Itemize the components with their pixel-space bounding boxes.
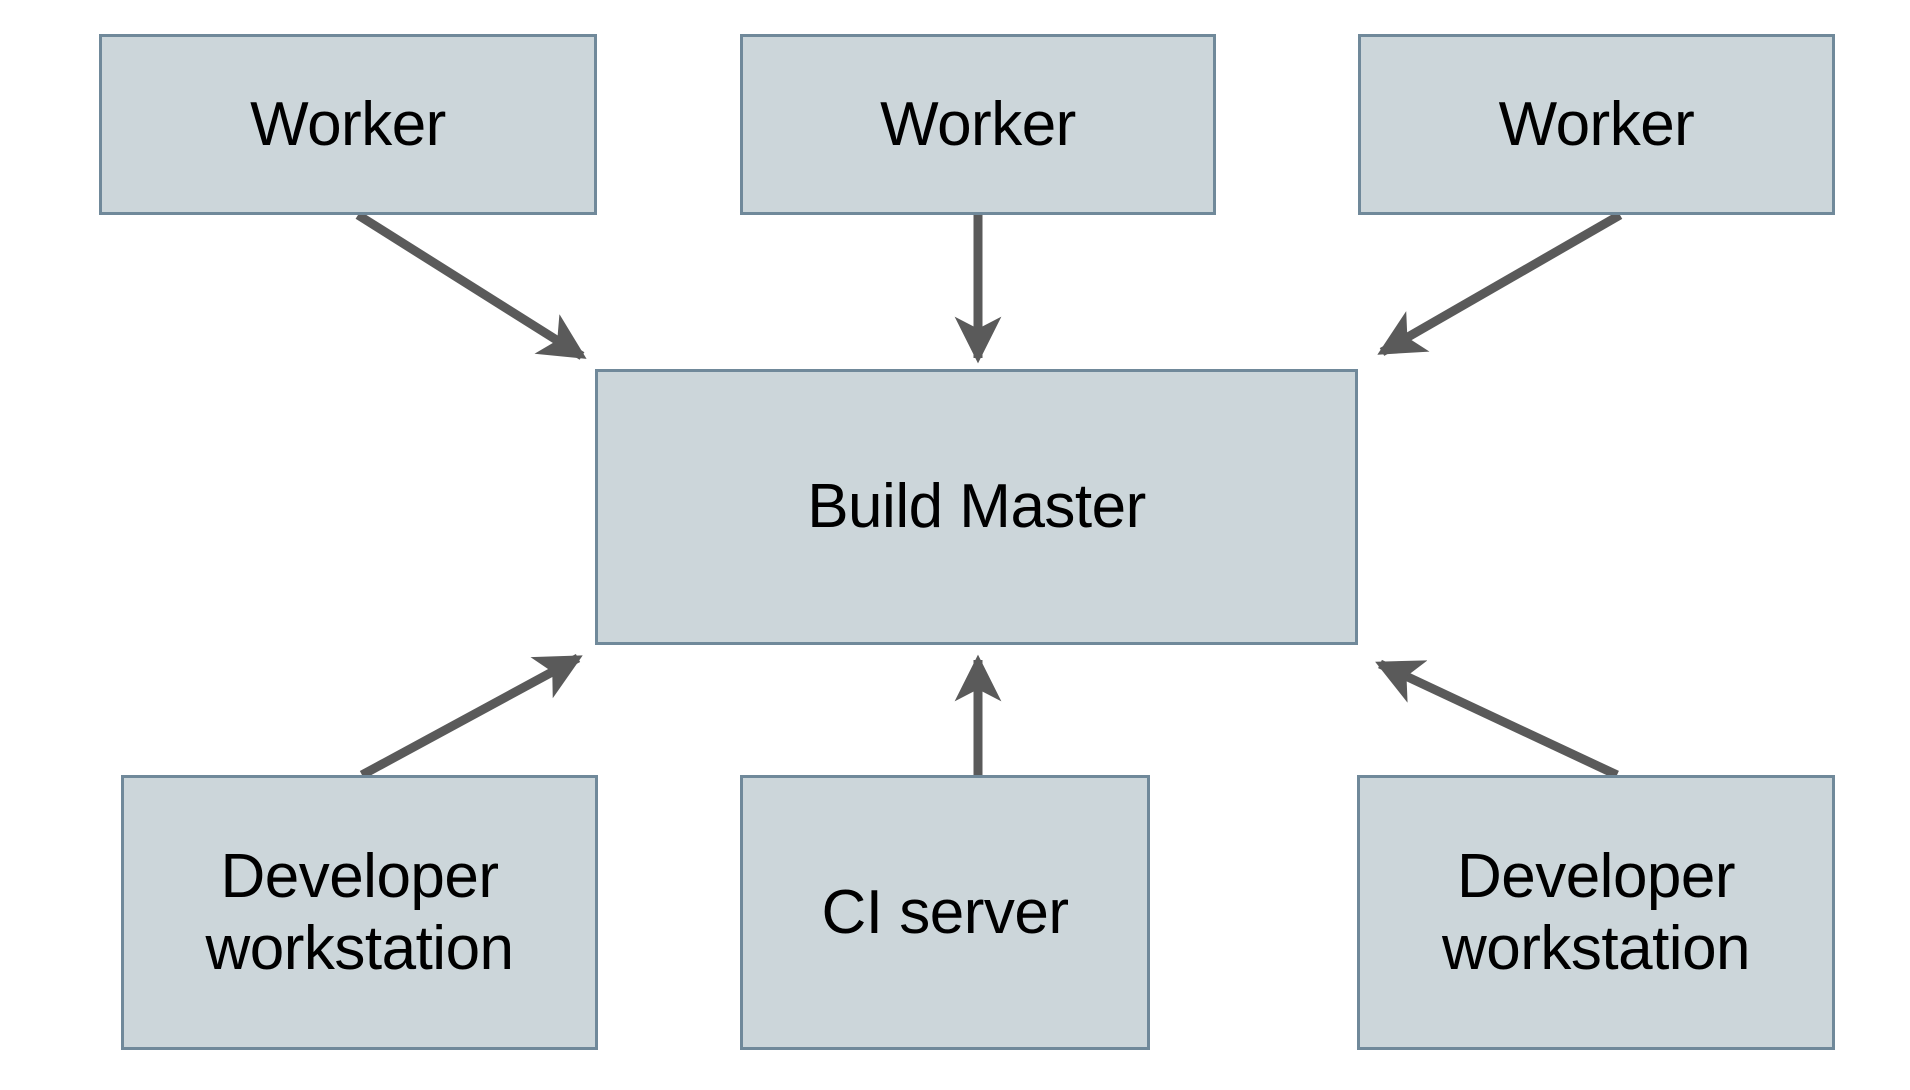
node-developer-workstation-left[interactable]: Developer workstation	[121, 775, 598, 1050]
node-developer-workstation-left-label: Developer workstation	[205, 841, 514, 983]
edge-dev-left-to-build-master	[359, 654, 583, 779]
node-build-master-label: Build Master	[807, 472, 1146, 542]
node-developer-workstation-right-label: Developer workstation	[1441, 841, 1751, 983]
node-worker-left-label: Worker	[250, 89, 446, 159]
node-developer-workstation-right[interactable]: Developer workstation	[1357, 775, 1835, 1050]
node-ci-server-label: CI server	[821, 877, 1069, 947]
node-worker-right-label: Worker	[1498, 89, 1695, 159]
node-build-master[interactable]: Build Master	[595, 369, 1358, 645]
node-worker-left[interactable]: Worker	[99, 34, 597, 215]
edge-worker-right-to-build-master	[1377, 211, 1623, 356]
node-worker-middle-label: Worker	[880, 89, 1076, 159]
node-ci-server[interactable]: CI server	[740, 775, 1150, 1050]
node-worker-right[interactable]: Worker	[1358, 34, 1835, 215]
edge-dev-right-to-build-master	[1375, 659, 1619, 780]
edge-worker-left-to-build-master	[355, 211, 587, 360]
node-worker-middle[interactable]: Worker	[740, 34, 1216, 215]
